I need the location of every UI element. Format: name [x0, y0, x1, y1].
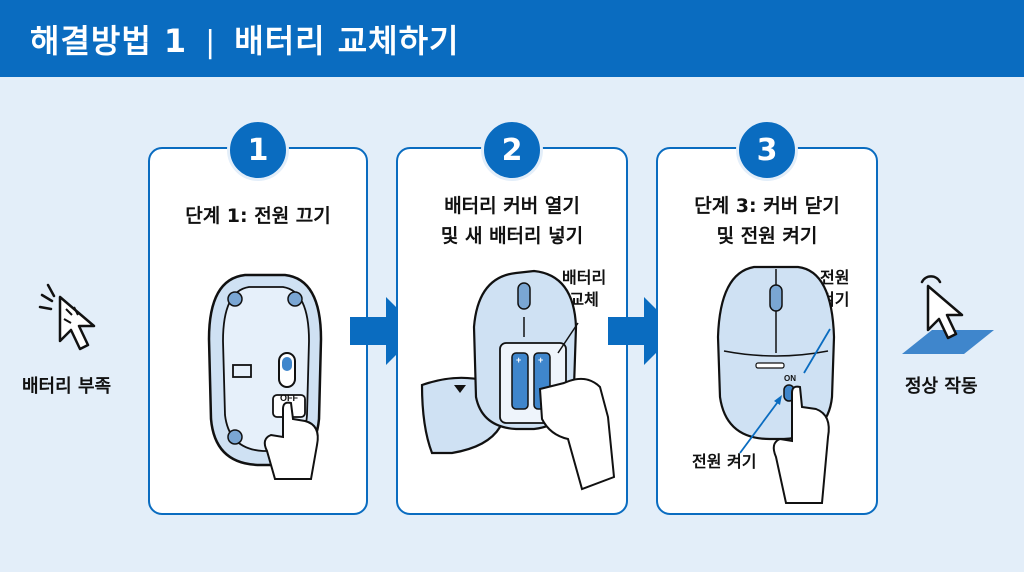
mouse-open-battery-illustration: + + — [420, 269, 616, 491]
normal-operation-label: 정상 작동 — [905, 376, 978, 397]
title-right: 배터리 교체하기 — [234, 21, 460, 60]
callout-line2: 교체 — [569, 290, 599, 309]
step-number-badge: 3 — [736, 119, 798, 181]
title-separator: | — [205, 24, 217, 60]
step-card-2: 2 배터리 커버 열기 및 새 배터리 넣기 배터리 교체 + + — [396, 119, 628, 515]
svg-text:+: + — [538, 355, 543, 365]
step-title: 배터리 커버 열기 및 새 배터리 넣기 — [398, 191, 626, 251]
step-title: 단계 3: 커버 닫기 및 전원 켜기 — [658, 191, 876, 251]
step-title-line1: 단계 1: 전원 끄기 — [185, 205, 331, 227]
step-number-badge: 1 — [227, 119, 289, 181]
step-title-line1: 단계 3: 커버 닫기 — [694, 195, 840, 217]
step-title: 단계 1: 전원 끄기 — [150, 201, 366, 231]
step-number-badge: 2 — [481, 119, 543, 181]
svg-text:+: + — [516, 355, 521, 365]
step-title-line2: 및 새 배터리 넣기 — [440, 225, 584, 247]
page-title: 해결방법 1 | 배터리 교체하기 — [30, 16, 460, 62]
step-card-1: 1 단계 1: 전원 끄기 OFF — [148, 119, 368, 515]
title-left: 해결방법 1 — [30, 21, 188, 60]
cursor-click-icon — [902, 275, 994, 354]
mouse-bottom-illustration: OFF — [207, 273, 323, 480]
battery-replace-callout: 배터리 교체 — [562, 267, 606, 311]
power-on-callout-bottom: 전원 켜기 — [692, 452, 757, 471]
callout-line1: 전원 — [820, 268, 850, 287]
low-battery-label: 배터리 부족 — [22, 376, 112, 397]
header-banner: 해결방법 1 | 배터리 교체하기 — [0, 0, 1024, 77]
off-switch-label: OFF — [280, 393, 298, 403]
mouse-closed-on-illustration: ON — [716, 265, 836, 504]
step-card-3: 3 단계 3: 커버 닫기 및 전원 켜기 전원 켜기 전원 켜기 ON — [656, 119, 878, 515]
step-title-line1: 배터리 커버 열기 — [444, 195, 580, 217]
step-title-line2: 및 전원 켜기 — [716, 225, 818, 247]
cursor-click-broken-icon — [38, 283, 96, 351]
callout-line1: 배터리 — [562, 268, 607, 287]
on-switch-label: ON — [784, 374, 796, 383]
